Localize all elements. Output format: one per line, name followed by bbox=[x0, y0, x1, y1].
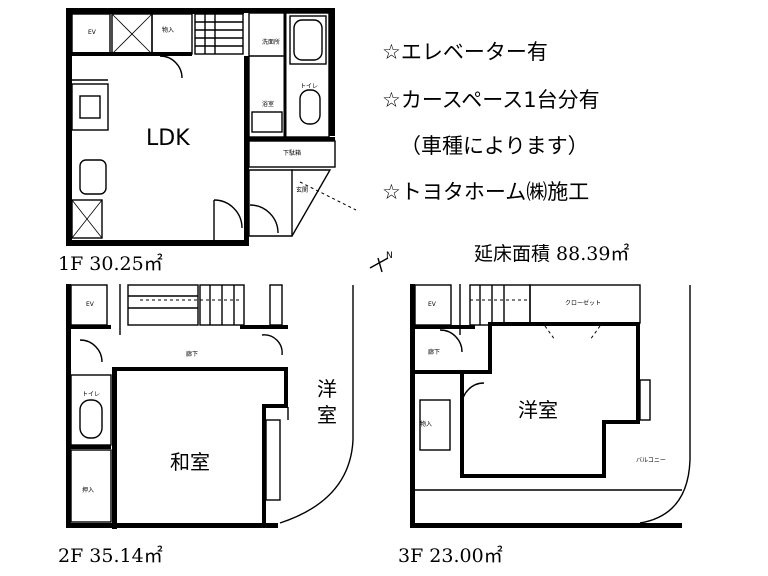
floor-2-label: 2F 35.14㎡ bbox=[58, 545, 163, 567]
label-hall-3f: 廊下 bbox=[428, 349, 441, 356]
feature-elevator: ☆エレベーター有 bbox=[382, 40, 548, 64]
label-balcony-3f: バルコニー bbox=[636, 457, 666, 464]
room-yoshitsu-2f: 洋室 bbox=[317, 377, 337, 427]
floor-1-label: 1F 30.25㎡ bbox=[58, 253, 163, 275]
label-shoebox-1f: 下駄箱 bbox=[283, 150, 302, 157]
label-closet-3f: クローゼット bbox=[565, 300, 602, 307]
floor-2-plan bbox=[66, 284, 354, 529]
label-storage-3f: 物入 bbox=[420, 421, 433, 428]
feature-car-note: （車種によります） bbox=[400, 134, 589, 158]
stairs-3f bbox=[469, 284, 531, 326]
north-arrow bbox=[369, 257, 389, 273]
stairs-1f bbox=[194, 13, 244, 55]
stairs-2f bbox=[127, 284, 245, 326]
floor-3-label: 3F 23.00㎡ bbox=[398, 545, 503, 567]
label-storage-1f: 物入 bbox=[162, 27, 175, 34]
feature-car-space: ☆カースペース1台分有 bbox=[382, 88, 600, 112]
room-washitsu-2f: 和室 bbox=[170, 450, 210, 474]
label-toilet-1f: トイレ bbox=[300, 83, 319, 90]
floor-3-plan bbox=[410, 284, 691, 528]
label-ev-3f: EV bbox=[428, 301, 436, 308]
label-toilet-2f: トイレ bbox=[82, 391, 101, 398]
room-yoshitsu-3f: 洋室 bbox=[518, 398, 558, 422]
label-washroom-1f: 洗面所 bbox=[262, 39, 281, 46]
floor-1-plan bbox=[66, 8, 357, 246]
label-ev-2f: EV bbox=[86, 301, 94, 308]
label-hall-2f: 廊下 bbox=[186, 351, 199, 358]
feature-builder: ☆トヨタホーム㈱施工 bbox=[382, 180, 590, 204]
compass-label: N bbox=[386, 251, 393, 261]
label-entrance-1f: 玄関 bbox=[296, 187, 309, 194]
label-storage-2f: 押入 bbox=[82, 487, 95, 494]
label-ev-1f: EV bbox=[88, 29, 96, 36]
label-bath-1f: 浴室 bbox=[262, 101, 275, 108]
total-floor-area: 延床面積 88.39㎡ bbox=[474, 243, 630, 265]
room-ldk: LDK bbox=[146, 126, 190, 151]
